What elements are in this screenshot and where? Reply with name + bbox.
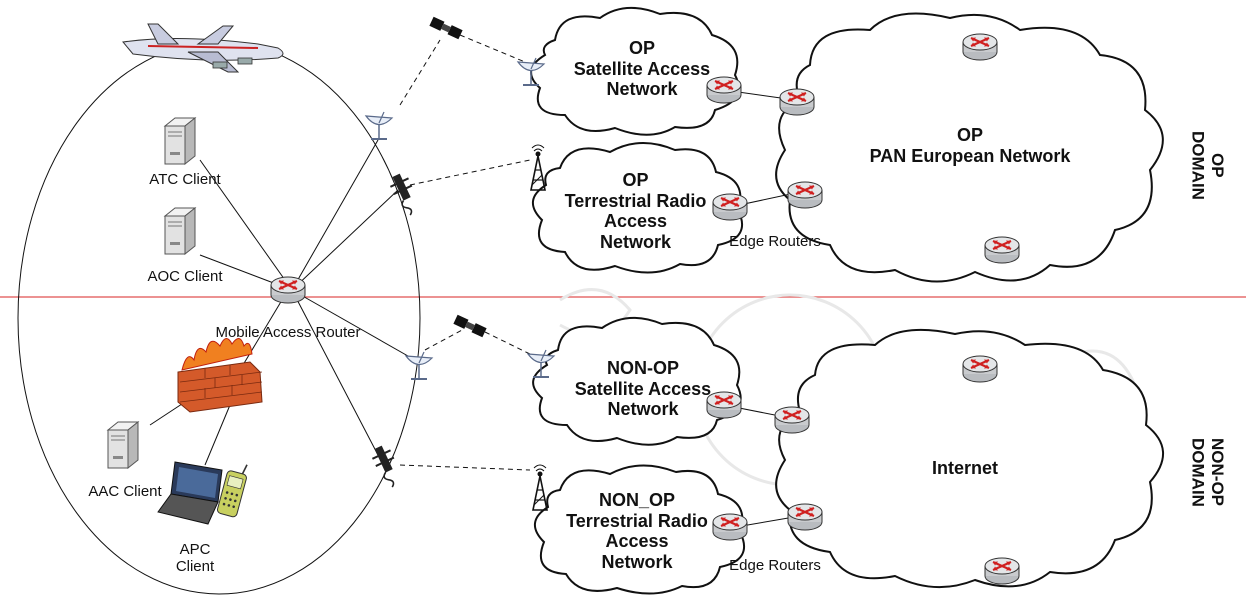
op-satellite-network-label: OP Satellite Access Network (573, 38, 711, 100)
radio-tower-icon (532, 464, 548, 511)
internet-router-icon (961, 354, 999, 384)
aircraft-radio-antenna-icon (371, 444, 396, 490)
laptop-icon (157, 461, 223, 525)
op-pan-european-cloud (775, 12, 1164, 283)
aircraft-radio-antenna-icon (389, 172, 414, 218)
op-pan-router-icon (983, 235, 1021, 265)
aoc-client-label: AOC Client (147, 268, 223, 285)
radio-tower-icon (530, 144, 546, 191)
satellite-icon (429, 16, 463, 40)
internet-router-icon (983, 556, 1021, 586)
non-op-satellite-network-label: NON-OP Satellite Access Network (574, 358, 712, 420)
op-pan-european-network-label: OP PAN European Network (869, 125, 1071, 166)
phone-icon (217, 464, 248, 518)
non-op-satellite-cloud (532, 316, 742, 446)
satellite-icon (453, 314, 487, 338)
aoc-server-icon (164, 207, 196, 255)
aircraft-satellite-dish-icon (405, 351, 433, 380)
op-pan-router-icon (786, 180, 824, 210)
non-op-terrestrial-network-label: NON_OP Terrestrial Radio Access Network (566, 490, 708, 573)
internet-cloud (775, 328, 1165, 589)
mobile-access-router-label: Mobile Access Router (215, 324, 361, 341)
atc-client-label: ATC Client (149, 171, 221, 188)
op-terrestrial-cloud (532, 141, 743, 274)
internet-router-icon (773, 405, 811, 435)
op-edge-routers-label: Edge Routers (729, 233, 821, 250)
op-satellite-cloud (530, 6, 740, 136)
aac-client-label: AAC Client (88, 483, 162, 500)
internet-label: Internet (931, 458, 998, 478)
firewall-icon (177, 338, 263, 413)
mobile-access-router-icon (269, 275, 307, 305)
op-pan-router-icon (778, 87, 816, 117)
non-op-edge-routers-label: Edge Routers (729, 557, 821, 574)
apc-client-label: APC Client (175, 541, 215, 576)
internet-router-icon (786, 502, 824, 532)
op-terrestrial-network-label: OP Terrestrial Radio Access Network (564, 170, 707, 253)
atc-server-icon (164, 117, 196, 165)
aac-server-icon (107, 421, 139, 469)
non-op-terrestrial-cloud (534, 464, 745, 595)
op-pan-router-icon (961, 32, 999, 62)
wireless-links (399, 34, 533, 471)
aircraft-icon (122, 23, 284, 73)
